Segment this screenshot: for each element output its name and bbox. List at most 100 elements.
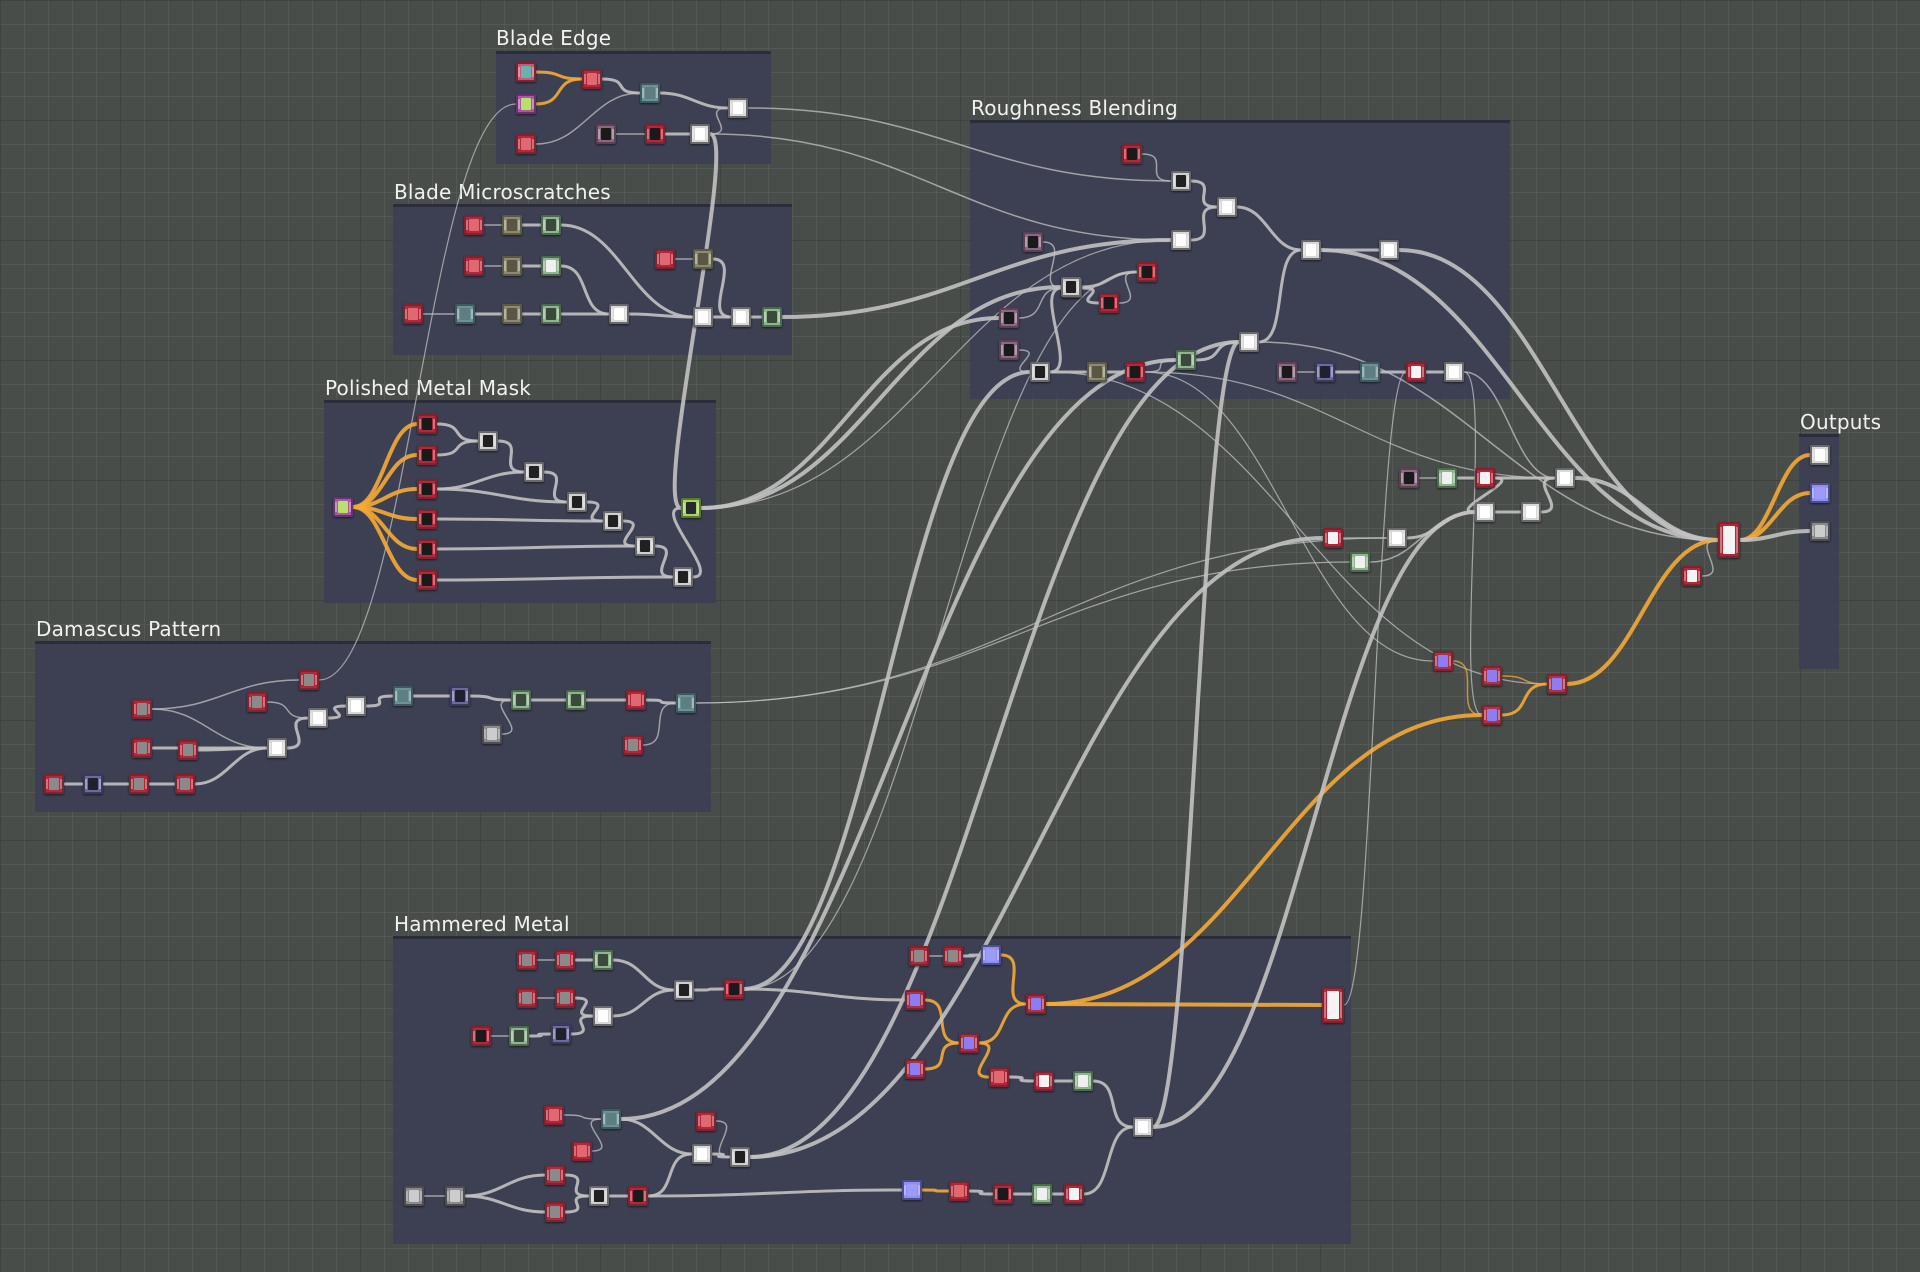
node-output-pin[interactable] — [706, 129, 708, 139]
node-input-pin[interactable] — [1812, 488, 1814, 498]
graph-node[interactable] — [267, 738, 287, 758]
node-output-pin[interactable] — [1317, 245, 1319, 255]
node-output-pin[interactable] — [609, 1011, 611, 1021]
node-output-pin[interactable] — [532, 67, 534, 77]
node-input-pin[interactable] — [1317, 367, 1319, 377]
node-input-pin[interactable] — [678, 698, 680, 708]
node-input-pin[interactable] — [1401, 473, 1403, 483]
node-input-pin[interactable] — [1362, 367, 1364, 377]
graph-node[interactable] — [502, 304, 522, 324]
node-output-pin[interactable] — [1138, 149, 1140, 159]
node-output-pin[interactable] — [1339, 533, 1341, 543]
node-input-pin[interactable] — [907, 1064, 909, 1074]
graph-node[interactable] — [450, 686, 470, 706]
node-input-pin[interactable] — [951, 1186, 953, 1196]
node-input-pin[interactable] — [568, 695, 570, 705]
graph-node[interactable] — [1133, 1117, 1153, 1137]
wire[interactable] — [1405, 510, 1477, 540]
node-output-pin[interactable] — [540, 467, 542, 477]
frame-blade-microscratches[interactable] — [393, 204, 792, 355]
graph-node[interactable] — [1034, 1071, 1054, 1091]
node-output-pin[interactable] — [1460, 367, 1462, 377]
node-output-pin[interactable] — [612, 129, 614, 139]
node-output-pin[interactable] — [1115, 298, 1117, 308]
graph-node[interactable] — [1125, 362, 1145, 382]
node-input-pin[interactable] — [131, 779, 133, 789]
node-input-pin[interactable] — [1173, 176, 1175, 186]
graph-node[interactable] — [692, 1144, 712, 1164]
graph-node[interactable] — [1406, 362, 1426, 382]
node-output-pin[interactable] — [557, 261, 559, 271]
node-input-pin[interactable] — [1135, 1122, 1137, 1132]
node-input-pin[interactable] — [557, 993, 559, 1003]
graph-node[interactable] — [445, 1186, 465, 1206]
graph-node[interactable] — [1475, 468, 1495, 488]
node-output-pin[interactable] — [263, 697, 265, 707]
node-output-pin[interactable] — [690, 985, 692, 995]
node-input-pin[interactable] — [395, 691, 397, 701]
graph-node[interactable] — [728, 98, 748, 118]
graph-node[interactable] — [516, 134, 536, 154]
node-output-pin[interactable] — [712, 1116, 714, 1126]
node-input-pin[interactable] — [405, 309, 407, 319]
graph-node[interactable] — [308, 708, 328, 728]
node-input-pin[interactable] — [1352, 557, 1354, 567]
node-input-pin[interactable] — [1389, 533, 1391, 543]
graph-node[interactable] — [511, 690, 531, 710]
graph-node[interactable] — [1437, 468, 1457, 488]
node-output-pin[interactable] — [617, 1114, 619, 1124]
graph-node[interactable] — [417, 414, 437, 434]
node-input-pin[interactable] — [419, 484, 421, 494]
node-output-pin[interactable] — [708, 1149, 710, 1159]
node-input-pin[interactable] — [1066, 1189, 1068, 1199]
node-output-pin[interactable] — [194, 745, 196, 755]
node-input-pin[interactable] — [46, 779, 48, 789]
node-input-pin[interactable] — [1075, 1076, 1077, 1086]
graph-node[interactable] — [989, 1067, 1009, 1087]
graph-node[interactable] — [132, 699, 152, 719]
node-output-pin[interactable] — [1453, 473, 1455, 483]
node-output-pin[interactable] — [671, 254, 673, 264]
node-input-pin[interactable] — [1001, 345, 1003, 355]
node-input-pin[interactable] — [1139, 267, 1141, 277]
node-output-pin[interactable] — [1141, 367, 1143, 377]
node-input-pin[interactable] — [543, 261, 545, 271]
node-input-pin[interactable] — [945, 951, 947, 961]
node-output-pin[interactable] — [60, 779, 62, 789]
graph-node[interactable] — [981, 945, 1001, 965]
node-output-pin[interactable] — [583, 497, 585, 507]
graph-node[interactable] — [83, 774, 103, 794]
node-input-pin[interactable] — [406, 1191, 408, 1201]
node-output-pin[interactable] — [433, 544, 435, 554]
node-output-pin[interactable] — [1826, 450, 1828, 460]
graph-node[interactable] — [541, 256, 561, 276]
node-input-pin[interactable] — [1219, 202, 1221, 212]
node-output-pin[interactable] — [921, 995, 923, 1005]
node-output-pin[interactable] — [925, 951, 927, 961]
node-input-pin[interactable] — [642, 88, 644, 98]
node-output-pin[interactable] — [533, 955, 535, 965]
node-output-pin[interactable] — [1103, 367, 1105, 377]
graph-node[interactable] — [673, 567, 693, 587]
graph-node[interactable] — [596, 124, 616, 144]
node-input-pin[interactable] — [1241, 337, 1243, 347]
node-output-pin[interactable] — [1331, 367, 1333, 377]
node-output-pin[interactable] — [1048, 1189, 1050, 1199]
node-input-pin[interactable] — [85, 779, 87, 789]
node-output-pin[interactable] — [1149, 1122, 1151, 1132]
graph-node[interactable] — [1323, 528, 1343, 548]
node-input-pin[interactable] — [1477, 507, 1479, 517]
node-input-pin[interactable] — [1034, 1189, 1036, 1199]
node-input-pin[interactable] — [518, 67, 520, 77]
node-output-pin[interactable] — [527, 695, 529, 705]
graph-node[interactable] — [517, 988, 537, 1008]
node-input-pin[interactable] — [419, 450, 421, 460]
node-input-pin[interactable] — [348, 701, 350, 711]
graph-node[interactable] — [129, 774, 149, 794]
node-input-pin[interactable] — [695, 312, 697, 322]
node-output-pin[interactable] — [1233, 202, 1235, 212]
node-input-pin[interactable] — [764, 312, 766, 322]
graph-node[interactable] — [1718, 522, 1740, 558]
node-input-pin[interactable] — [1127, 367, 1129, 377]
graph-node[interactable] — [730, 1147, 750, 1167]
